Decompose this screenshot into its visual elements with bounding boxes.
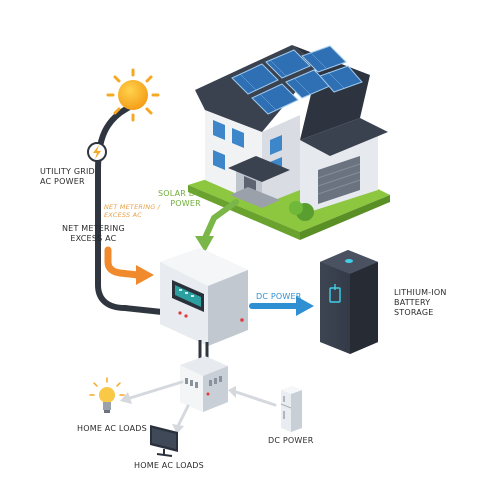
- sun-icon: [106, 68, 160, 122]
- dc-power-fridge-label: DC POWER: [268, 436, 314, 445]
- battery-label: LITHIUM-ION BATTERY STORAGE: [394, 288, 447, 317]
- breaker-panel-icon: [180, 356, 228, 412]
- solar-panel-icon: [231, 45, 363, 115]
- load-feed-arrows: [128, 380, 277, 428]
- grid-cable: [95, 105, 165, 315]
- home-ac-loads-label-2: HOME AC LOADS: [134, 461, 204, 470]
- net-metering-label: NET METERING EXCESS AC: [62, 224, 125, 243]
- lightning-icon: [87, 142, 107, 162]
- television-icon: [150, 425, 178, 457]
- net-metering-small-label: NET METERING / EXCESS AC: [104, 203, 161, 219]
- house-icon: [188, 45, 390, 240]
- utility-grid-label: UTILITY GRID AC POWER: [40, 167, 95, 186]
- home-ac-loads-label-1: HOME AC LOADS: [77, 424, 147, 433]
- solar-dc-label: SOLAR DC POWER: [158, 189, 201, 208]
- dc-power-arrow: [249, 296, 314, 316]
- dc-power-arrow-label: DC POWER: [256, 292, 302, 301]
- net-metering-arrow: [104, 246, 154, 285]
- solar-dc-arrow: [195, 199, 239, 252]
- battery-icon: [320, 250, 378, 354]
- light-bulb-icon: [89, 377, 125, 413]
- refrigerator-icon: [280, 386, 302, 432]
- inverter-icon: [160, 248, 248, 346]
